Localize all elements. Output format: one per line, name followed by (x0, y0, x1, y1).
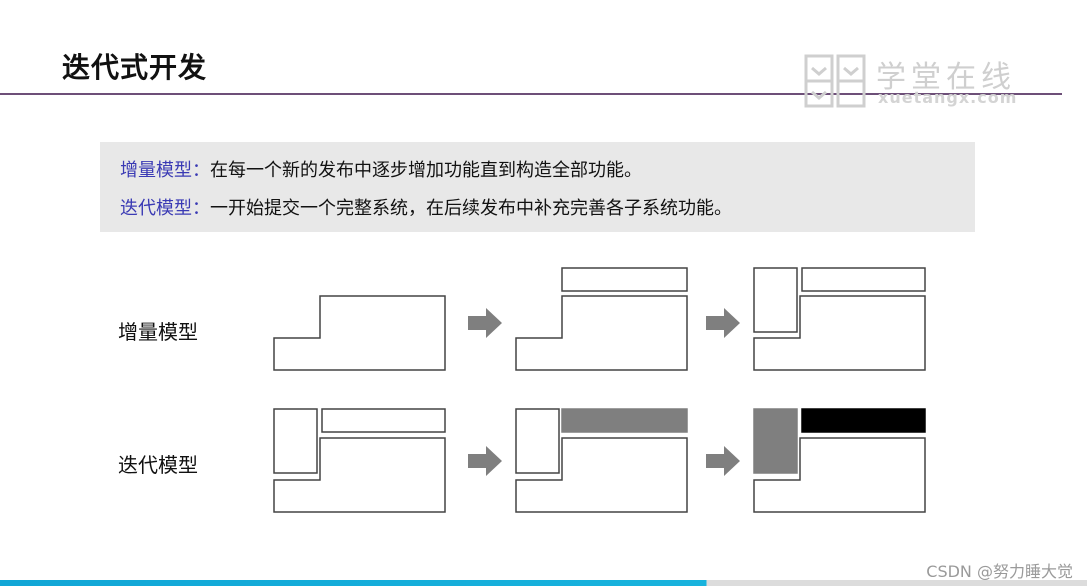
definition-box: 增量模型：在每一个新的发布中逐步增加功能直到构造全部功能。 迭代模型：一开始提交… (100, 142, 975, 232)
side-module-outline (515, 408, 560, 474)
side-module-partial (753, 408, 798, 474)
logo: 学堂在线 xuetangx.com (800, 48, 1030, 114)
side-module-outline (273, 408, 318, 474)
base-system-shape (753, 437, 926, 513)
base-system-shape (515, 437, 688, 513)
row-label-incremental: 增量模型 (118, 320, 198, 344)
arrow-right-icon (468, 308, 502, 338)
top-module-outline (321, 408, 446, 433)
slide-title: 迭代式开发 (62, 51, 208, 84)
definition-term: 迭代模型 (120, 198, 192, 219)
definition-separator: ： (192, 160, 210, 181)
base-system-shape (753, 295, 926, 371)
base-system-shape (273, 437, 446, 513)
logo-text: 学堂在线 (876, 60, 1016, 95)
definition-iterative: 迭代模型：一开始提交一个完整系统，在后续发布中补充完善各子系统功能。 (120, 194, 732, 220)
top-module-partial (561, 408, 688, 433)
definition-separator: ： (192, 198, 210, 219)
row-label-iterative: 迭代模型 (118, 453, 198, 477)
definition-text: 一开始提交一个完整系统，在后续发布中补充完善各子系统功能。 (210, 198, 732, 219)
arrow-right-icon (468, 446, 502, 476)
definition-incremental: 增量模型：在每一个新的发布中逐步增加功能直到构造全部功能。 (120, 156, 642, 182)
added-top-module (801, 267, 926, 292)
added-top-module (561, 267, 688, 292)
logo-subtext: xuetangx.com (878, 88, 1018, 107)
top-module-complete (801, 408, 926, 433)
model-diagram (273, 267, 926, 513)
base-system-shape (515, 295, 688, 371)
added-side-module (753, 267, 798, 333)
book-logo-icon (804, 54, 866, 108)
title-rule (0, 93, 1062, 95)
definition-term: 增量模型 (120, 160, 192, 181)
base-system-shape (273, 295, 446, 371)
arrow-right-icon (706, 446, 740, 476)
definition-text: 在每一个新的发布中逐步增加功能直到构造全部功能。 (210, 160, 642, 181)
progress-bar (0, 580, 1087, 586)
watermark: CSDN @努力睡大觉 (926, 562, 1073, 581)
arrow-right-icon (706, 308, 740, 338)
